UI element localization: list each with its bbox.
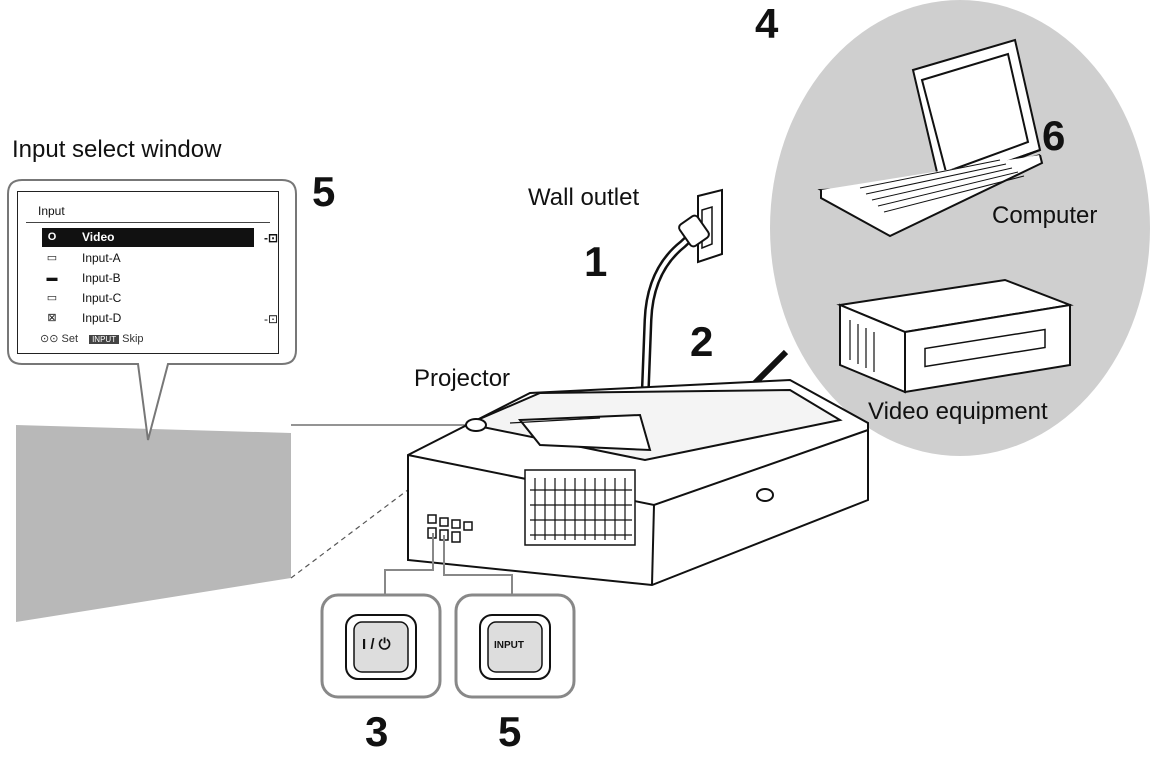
navigate-icon: ⊙⊙ bbox=[40, 333, 59, 345]
input-d-icon: ⊠ bbox=[47, 312, 57, 324]
step-number-2: 2 bbox=[690, 318, 714, 365]
menu-footer: ⊙⊙ Set INPUT Skip bbox=[40, 332, 144, 345]
input-b-icon: ▬ bbox=[46, 272, 58, 284]
video-equipment-icon bbox=[836, 278, 1074, 394]
input-c-icon: ▭ bbox=[46, 292, 58, 304]
menu-item-label: Input-A bbox=[82, 251, 121, 265]
projector-label: Projector bbox=[414, 365, 511, 392]
menu-item-label: Video bbox=[82, 230, 115, 244]
menu-item-video[interactable]: O Video -⊡ bbox=[42, 228, 278, 247]
laptop-icon bbox=[817, 38, 1044, 238]
projector-body bbox=[407, 378, 869, 587]
menu-item-input-c[interactable]: ▭ Input-C bbox=[42, 289, 254, 308]
menu-item-label: Input-C bbox=[82, 291, 122, 305]
menu-item-input-d[interactable]: ⊠ Input-D -⊡ bbox=[42, 309, 278, 328]
power-symbol: I / ⏻ bbox=[362, 636, 391, 653]
input-a-icon: ▭ bbox=[46, 252, 58, 264]
wall-outlet-label: Wall outlet bbox=[528, 184, 640, 211]
menu-item-label: Input-D bbox=[82, 311, 122, 325]
menu-divider bbox=[26, 222, 270, 223]
power-button bbox=[320, 593, 442, 699]
projection-screen bbox=[16, 425, 291, 622]
video-icon: O bbox=[47, 231, 57, 243]
menu-item-label: Input-B bbox=[82, 271, 121, 285]
power-plug bbox=[678, 214, 710, 248]
input-button-text: INPUT bbox=[494, 640, 524, 651]
input-button-leader bbox=[443, 535, 513, 595]
step-number-4: 4 bbox=[755, 0, 779, 47]
laptop-keyboard bbox=[859, 159, 1025, 213]
menu-item-input-b[interactable]: ▬ Input-B bbox=[42, 269, 254, 288]
menu-title: Input bbox=[38, 204, 65, 218]
footer-set-label: Set bbox=[61, 333, 79, 345]
step-number-6: 6 bbox=[1042, 112, 1066, 159]
signal-icon: -⊡ bbox=[264, 231, 279, 245]
footer-input-key: INPUT bbox=[89, 335, 120, 344]
video-equipment-label: Video equipment bbox=[868, 398, 1048, 425]
computer-label: Computer bbox=[992, 202, 1098, 229]
projector-vent bbox=[530, 478, 632, 540]
input-select-menu: Input O Video -⊡ ▭ Input-A ▬ Input-B ▭ I… bbox=[17, 191, 279, 354]
menu-item-input-a[interactable]: ▭ Input-A bbox=[42, 249, 254, 268]
step-number-5-window: 5 bbox=[312, 168, 336, 215]
step-number-5-button: 5 bbox=[498, 708, 522, 755]
step-number-1: 1 bbox=[584, 238, 608, 285]
signal-icon: -⊡ bbox=[264, 312, 279, 326]
video-equipment-grille bbox=[849, 320, 875, 372]
power-button-leader bbox=[384, 533, 434, 595]
input-select-window-label: Input select window bbox=[12, 136, 222, 163]
footer-skip-label: Skip bbox=[122, 333, 144, 345]
input-button bbox=[454, 593, 576, 699]
step-number-3: 3 bbox=[365, 708, 389, 755]
